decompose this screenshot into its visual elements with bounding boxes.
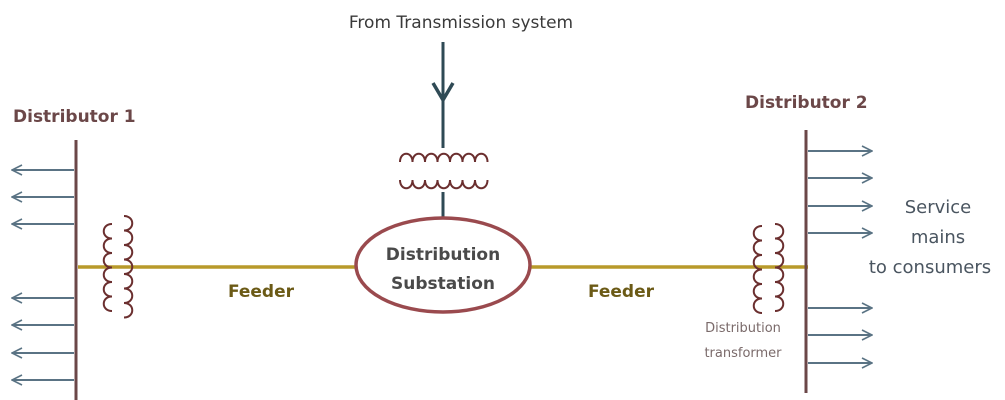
substation-primary-winding: [399, 152, 489, 163]
feeder-label-left: Feeder: [228, 282, 295, 302]
distributor-2-outgoing-arrows: [808, 151, 872, 363]
service-mains-label-line3: to consumers: [869, 257, 991, 278]
transformer-2-primary-winding: [752, 225, 763, 314]
distribution-transformer-1-icon: [102, 215, 134, 319]
substation-label-line1: Distribution: [386, 245, 500, 265]
distributor-2-label: Distributor 2: [745, 93, 868, 113]
substation-secondary-winding: [399, 179, 489, 190]
distribution-substation: [354, 216, 532, 314]
distribution-transformer-2-icon: [752, 223, 785, 314]
transformer-1-secondary-winding: [123, 215, 134, 319]
transmission-system-label: From Transmission system: [349, 13, 573, 33]
substation-label-line2: Substation: [391, 274, 495, 294]
transformer-1-primary-winding: [102, 223, 113, 312]
distribution-transformer-label-line1: Distribution: [705, 321, 781, 336]
incoming-arrow-icon: [431, 82, 455, 102]
distribution-transformer-label-line2: transformer: [704, 346, 782, 361]
distributor-1-outgoing-arrows: [12, 170, 74, 380]
transformer-2-secondary-winding: [774, 223, 785, 312]
service-mains-label-line1: Service: [905, 197, 972, 218]
distributor-1-label: Distributor 1: [13, 107, 136, 127]
substation-transformer-icon: [399, 152, 489, 190]
service-mains-label-line2: mains: [911, 227, 965, 248]
feeder-label-right: Feeder: [588, 282, 655, 302]
